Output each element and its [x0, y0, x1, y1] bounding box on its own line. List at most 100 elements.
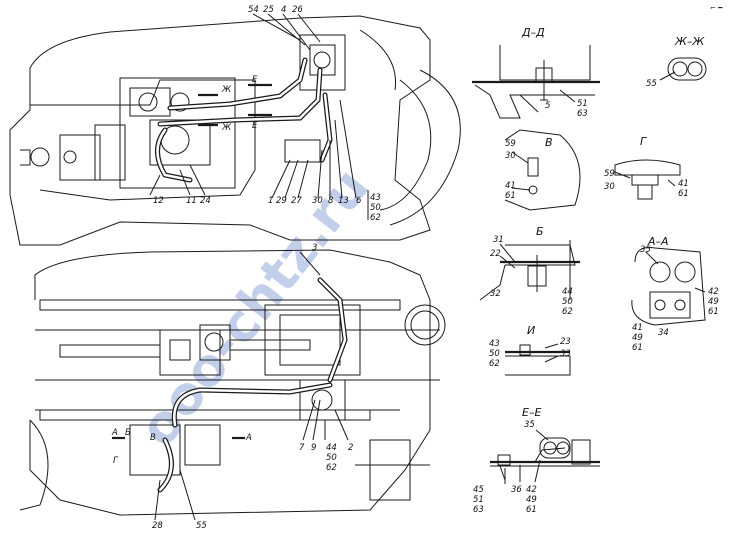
label-62b: 62 — [326, 463, 337, 473]
label-aa-41: 41 — [632, 323, 643, 333]
bottom-view — [19, 249, 446, 521]
label-13: 13 — [338, 196, 349, 206]
view-g: Г — [614, 135, 681, 200]
view-g-labels: 59 30 41 61 — [604, 169, 689, 199]
label-ee-42: 42 — [526, 485, 537, 495]
label-g-41: 41 — [678, 179, 689, 189]
label-aa-35: 35 — [640, 245, 651, 255]
label-aa-61b: 61 — [632, 343, 643, 353]
label-b-44: 44 — [562, 287, 573, 297]
label-aa-49b: 49 — [632, 333, 643, 343]
label-i-33: 33 — [560, 349, 571, 359]
label-28: 28 — [152, 521, 163, 531]
label-b-62: 62 — [562, 307, 573, 317]
view-i-title: И — [527, 324, 535, 337]
label-Zh-bottom: Ж — [221, 123, 232, 133]
label-b-50: 50 — [562, 297, 573, 307]
label-44: 44 — [326, 443, 337, 453]
label-43: 43 — [370, 193, 381, 203]
label-30: 30 — [312, 196, 323, 206]
label-7: 7 — [299, 443, 305, 453]
label-54: 54 — [248, 5, 259, 15]
label-ee-45: 45 — [473, 485, 484, 495]
label-2: 2 — [348, 443, 353, 453]
section-ee-labels: 35 45 51 63 36 42 49 61 — [473, 420, 537, 515]
label-aa-34: 34 — [658, 328, 669, 338]
section-dd: Д–Д — [472, 26, 600, 119]
label-v-59: 59 — [505, 139, 516, 149]
label-dd-63: 63 — [577, 109, 588, 119]
view-v: В — [504, 129, 581, 211]
label-i-50: 50 — [489, 349, 500, 359]
label-4: 4 — [281, 5, 286, 15]
label-aa-49: 49 — [708, 297, 719, 307]
label-v-41: 41 — [505, 181, 516, 191]
view-b-labels: 31 22 32 44 50 62 — [490, 235, 573, 317]
section-zhzh-title: Ж–Ж — [674, 35, 705, 48]
section-ee-title: Е–Е — [522, 406, 541, 419]
label-ee-35: 35 — [524, 420, 535, 430]
label-55: 55 — [196, 521, 207, 531]
label-i-62: 62 — [489, 359, 500, 369]
label-ee-36: 36 — [511, 485, 522, 495]
top-view-labels: 54 25 4 26 Е Е Ж Ж 12 11 24 1 29 27 30 8… — [153, 5, 381, 223]
label-i-43: 43 — [489, 339, 500, 349]
top-view — [9, 13, 461, 246]
label-24: 24 — [200, 196, 211, 206]
view-v-title: В — [545, 136, 553, 149]
label-ee-61: 61 — [526, 505, 537, 515]
label-aa-42: 42 — [708, 287, 719, 297]
label-Zh-top: Ж — [221, 85, 232, 95]
label-ee-51: 51 — [473, 495, 484, 505]
label-g-61: 61 — [678, 189, 689, 199]
section-dd-labels: 5 51 63 — [545, 99, 588, 119]
label-E-bottom: Е — [252, 121, 258, 131]
section-aa: А–А — [631, 235, 706, 326]
label-A-right: А — [245, 433, 252, 443]
label-E-top: Е — [252, 75, 258, 85]
section-aa-labels: 35 42 49 61 41 49 61 34 — [632, 245, 719, 353]
label-v-30: 30 — [505, 151, 516, 161]
label-ee-63: 63 — [473, 505, 484, 515]
view-g-title: Г — [640, 135, 647, 148]
view-b-title: Б — [536, 225, 544, 238]
label-50: 50 — [370, 203, 381, 213]
label-6: 6 — [356, 196, 362, 206]
label-29: 29 — [276, 196, 287, 206]
label-25: 25 — [263, 5, 274, 15]
label-ee-49: 49 — [526, 495, 537, 505]
bottom-view-labels: 3 А А Б В Г 7 9 44 50 62 2 28 55 — [111, 243, 353, 531]
label-50b: 50 — [326, 453, 337, 463]
label-zhzh-55: 55 — [646, 79, 657, 89]
label-B: Б — [125, 428, 131, 438]
section-dd-title: Д–Д — [521, 26, 545, 39]
label-A-left: А — [111, 428, 118, 438]
label-8: 8 — [328, 196, 334, 206]
label-b-32: 32 — [490, 289, 501, 299]
label-11: 11 — [186, 196, 197, 206]
label-aa-61: 61 — [708, 307, 719, 317]
label-27: 27 — [291, 196, 302, 206]
view-i-labels: 43 50 62 23 33 — [489, 337, 571, 369]
view-v-labels: 59 30 41 61 — [505, 139, 516, 201]
label-9: 9 — [311, 443, 316, 453]
label-b-31: 31 — [493, 235, 504, 245]
section-ee: Е–Е — [490, 406, 600, 484]
view-i: И — [505, 324, 571, 376]
label-g-59: 59 — [604, 169, 615, 179]
label-12: 12 — [153, 196, 164, 206]
label-3: 3 — [312, 243, 317, 253]
section-aa-title: А–А — [647, 235, 669, 248]
label-g-30: 30 — [604, 182, 615, 192]
label-62: 62 — [370, 213, 381, 223]
view-b: Б — [479, 225, 580, 301]
label-i-23: 23 — [560, 337, 571, 347]
label-b-22: 22 — [490, 249, 501, 259]
label-1: 1 — [268, 196, 273, 206]
label-G: Г — [113, 456, 119, 466]
label-V: В — [150, 433, 156, 443]
label-dd-5: 5 — [545, 101, 550, 111]
label-26: 26 — [292, 5, 303, 15]
section-zhzh: Ж–Ж — [659, 35, 707, 81]
